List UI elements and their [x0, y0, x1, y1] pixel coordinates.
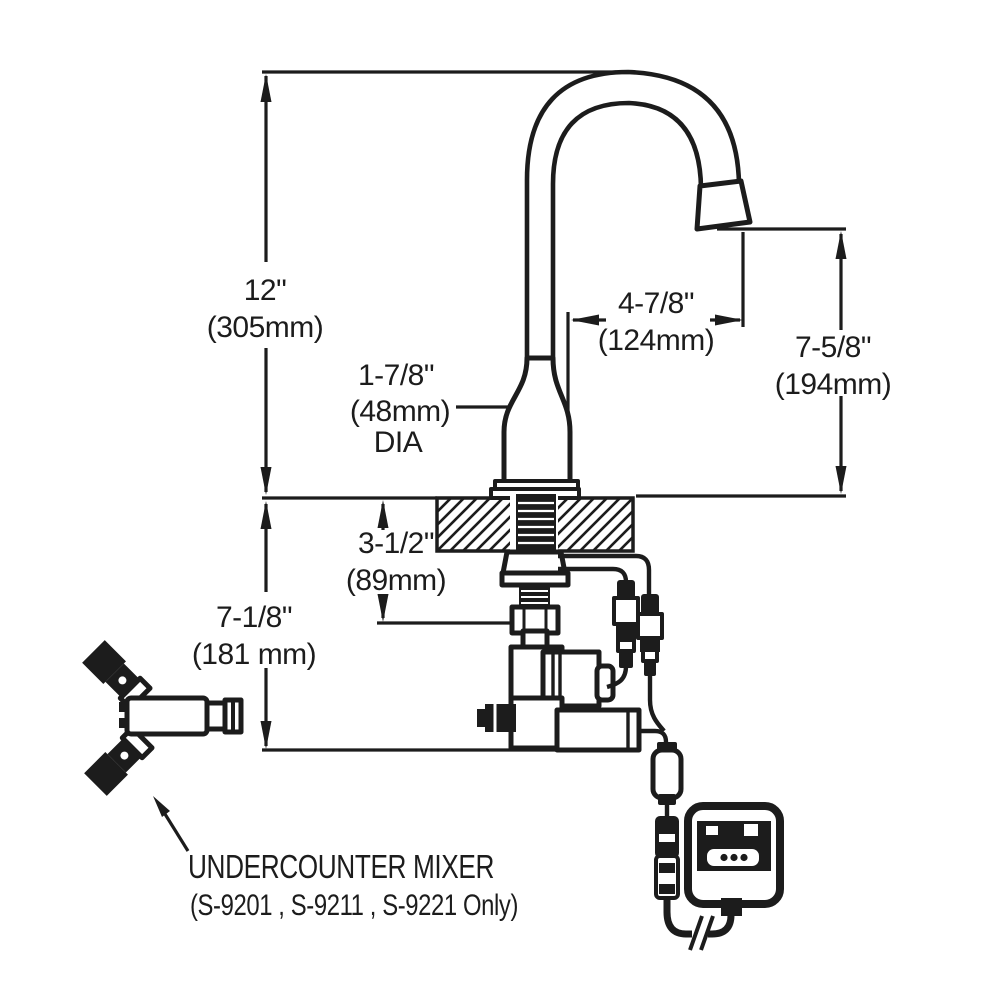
power-cord-left [663, 896, 692, 938]
dim-12-arrow-up [260, 74, 272, 102]
control-box [684, 802, 784, 916]
callout-labels: UNDERCOUNTER MIXER (S-9201 , S-9211 , S-… [188, 848, 519, 922]
mounting-washer [500, 549, 568, 576]
dim-478-arrow-right [715, 314, 743, 326]
dim-12-arrow-down [260, 467, 272, 495]
shank-threads [518, 501, 554, 545]
wire-to-canister [606, 665, 629, 690]
dim-deck-thickness-metric: (89mm) [346, 564, 446, 597]
dim-below-deck-imperial: 7-1/8" [216, 601, 292, 634]
dim-718-arrow-up [260, 501, 272, 529]
dim-718-arrow-down [260, 721, 272, 749]
mixer-body-notch-2 [119, 718, 129, 728]
mixer-callout-models: (S-9201 , S-9211 , S-9221 Only) [190, 889, 518, 922]
dim-overall-height-imperial: 12" [244, 274, 287, 307]
inline-connector-e [654, 854, 680, 900]
dim-312-arrow-down [377, 594, 389, 622]
dim-outlet-height-metric: (194mm) [775, 368, 892, 401]
mixer-body-notch-1 [119, 702, 129, 712]
dim-base-dia-imperial: 1-7/8" [358, 359, 434, 392]
spout-outer-curve [524, 69, 742, 362]
dim-spout-reach-metric: (124mm) [598, 324, 715, 357]
spout-inner-curve [550, 100, 704, 362]
inline-connector-b [636, 594, 666, 733]
counter-deck [435, 494, 635, 554]
mixer-callout-title: UNDERCOUNTER MIXER [188, 848, 494, 885]
spout-nozzle [694, 178, 753, 232]
below-deck-hardware [477, 549, 642, 753]
mixer-leader-arrowhead [153, 796, 170, 817]
valve-outlet-stub [477, 709, 485, 727]
dim-base-dia-qualifier: DIA [374, 426, 423, 459]
cord-break-slash-2 [699, 915, 715, 951]
valve-outlet [485, 704, 516, 732]
inline-connector-a [606, 580, 640, 690]
sensor-wire-inner [558, 566, 629, 583]
dimension-labels: 12" (305mm) 4-7/8" (124mm) 7-5/8" (194mm… [192, 274, 892, 671]
dim-below-deck-metric: (181 mm) [192, 638, 316, 671]
control-box-cord-tab [721, 898, 742, 916]
inline-connector-c [650, 742, 684, 818]
mounting-nut [499, 570, 571, 588]
solenoid-cable [639, 728, 669, 748]
terminal-dot-3 [740, 853, 748, 862]
undercounter-mixer [82, 640, 244, 852]
mixer-outlet-coupling [204, 700, 228, 732]
dim-base-dia-metric: (48mm) [350, 395, 450, 428]
sensor-wire-outer [558, 553, 652, 596]
valve-body [508, 695, 565, 751]
dim-758-arrow-up [835, 231, 847, 259]
dim-758-arrow-down [835, 466, 847, 494]
terminal-notch-2 [744, 824, 758, 836]
dim-deck-thickness-imperial: 3-1/2" [358, 527, 434, 560]
dim-overall-height-metric: (305mm) [207, 311, 324, 344]
cord-break-slash-1 [688, 915, 704, 951]
cables-and-connectors [558, 553, 735, 951]
mixer-branch-lower [84, 725, 155, 796]
terminal-dot-1 [720, 853, 728, 862]
faucet-body [501, 355, 573, 486]
hex-coupling-nut [509, 604, 561, 636]
faucet [489, 69, 753, 500]
mixer-body [124, 695, 210, 737]
wire-connector-b-down [647, 674, 666, 733]
rod-threads [521, 590, 548, 604]
dim-spout-reach-imperial: 4-7/8" [618, 287, 694, 320]
canister-end-cap [594, 663, 616, 703]
solenoid-valve [554, 707, 642, 753]
inline-connector-d [655, 816, 679, 858]
terminal-dot-2 [730, 853, 738, 862]
dim-outlet-height-imperial: 7-5/8" [795, 331, 871, 364]
terminal-notch-1 [706, 826, 718, 835]
